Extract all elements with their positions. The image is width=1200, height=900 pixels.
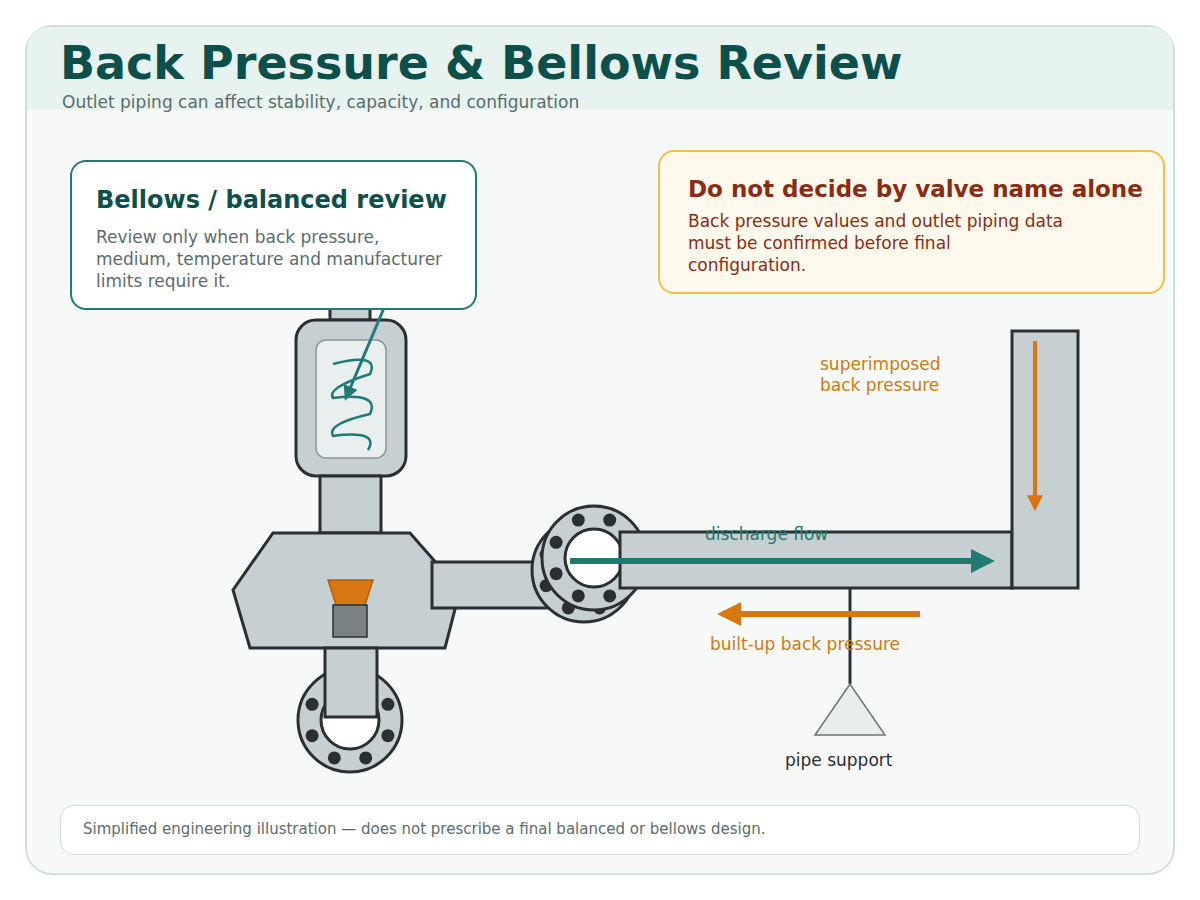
box-body: Review only when back pressure, medium, … [96,226,451,292]
box-body: Back pressure values and outlet piping d… [688,210,1068,276]
leader-line [346,308,384,398]
flanges [298,506,646,772]
flow-label: built-up back pressure [710,634,900,654]
flow-label: discharge flow [705,524,828,544]
flow-label: superimposed back pressure [820,354,970,396]
panel [26,26,1174,874]
discharge-arrow [570,558,990,564]
title: Back Pressure & Bellows Review [60,36,902,90]
valve [233,296,547,648]
box-heading: Bellows / balanced review [96,186,451,214]
box-heading: Do not decide by valve name alone [688,176,1141,202]
caption-box: Simplified engineering illustration — do… [60,805,1140,855]
superimposed-arrow [1033,341,1037,508]
part-label: pipe support [785,750,892,770]
subtitle: Outlet piping can affect stability, capa… [62,92,579,112]
back-pressure-arrow [722,611,920,617]
callout-box: Bellows / balanced reviewReview only whe… [70,160,477,310]
caption: Simplified engineering illustration — do… [83,820,1117,838]
piping [325,331,1078,735]
warning-box: Do not decide by valve name aloneBack pr… [658,150,1165,294]
